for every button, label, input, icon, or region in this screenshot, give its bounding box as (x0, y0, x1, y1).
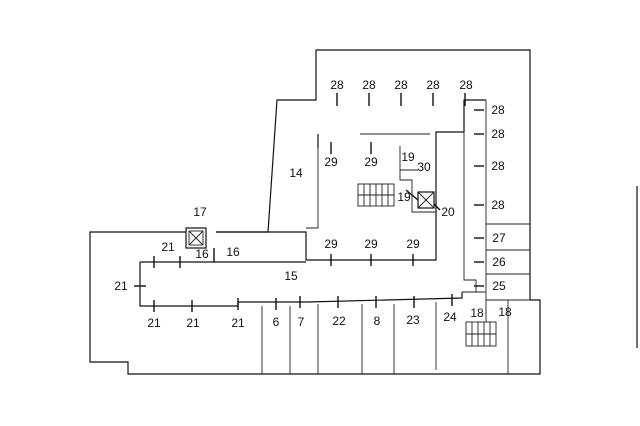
room-label: 30 (417, 160, 431, 174)
room-label: 22 (332, 314, 346, 328)
stair-inner-icon (357, 183, 395, 207)
room-labels: 28 28 28 28 28 28 28 28 28 29 29 19 30 1… (114, 78, 512, 330)
room-label: 18 (498, 305, 512, 319)
room-label: 7 (298, 315, 305, 329)
room-label: 19 (397, 190, 411, 204)
room-label: 17 (193, 205, 207, 219)
room-label: 21 (161, 240, 175, 254)
room-label: 28 (394, 78, 408, 92)
room-label: 28 (491, 159, 505, 173)
elevator-20-icon (417, 191, 435, 209)
room-label: 29 (364, 237, 378, 251)
room-label: 21 (186, 316, 200, 330)
room-label: 28 (362, 78, 376, 92)
room-label: 21 (114, 279, 128, 293)
room-label: 28 (330, 78, 344, 92)
room-label: 6 (273, 315, 280, 329)
room-label: 20 (441, 205, 455, 219)
room-label: 23 (406, 313, 420, 327)
room-label: 21 (231, 316, 245, 330)
room-label: 24 (443, 310, 457, 324)
room-label: 29 (364, 155, 378, 169)
room-label: 25 (492, 279, 506, 293)
elevator-17-icon (185, 227, 207, 249)
room-label: 28 (491, 127, 505, 141)
room-label: 16 (226, 245, 240, 259)
room-label: 18 (470, 306, 484, 320)
stair-south-icon (465, 321, 497, 347)
room-label: 28 (459, 78, 473, 92)
room-label: 28 (426, 78, 440, 92)
room-label: 14 (289, 166, 303, 180)
room-label: 29 (406, 237, 420, 251)
room-label: 28 (491, 198, 505, 212)
room-label: 8 (374, 314, 381, 328)
outer-walls (89, 49, 638, 375)
room-label: 28 (491, 103, 505, 117)
room-label: 19 (401, 150, 415, 164)
room-label: 16 (195, 247, 209, 261)
room-label: 29 (324, 155, 338, 169)
room-label: 15 (284, 269, 298, 283)
room-label: 26 (492, 255, 506, 269)
label-ticks (134, 93, 484, 312)
room-label: 29 (324, 237, 338, 251)
room-label: 21 (147, 316, 161, 330)
room-label: 27 (492, 231, 506, 245)
